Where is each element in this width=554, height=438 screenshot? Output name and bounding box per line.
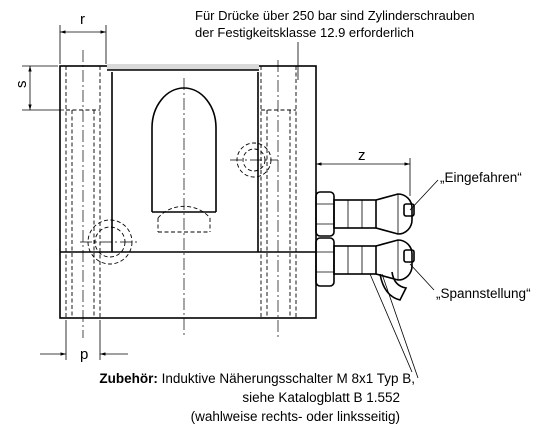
port-circle-right	[230, 142, 278, 178]
accessory-line-2: siehe Katalogblatt B 1.552	[242, 390, 400, 405]
note-line-1: Für Drücke über 250 bar sind Zylindersch…	[195, 8, 475, 23]
accessory-leader-1	[369, 273, 413, 373]
callout-clamping-leader	[409, 263, 435, 291]
accessory-leader-2	[381, 273, 419, 379]
main-body	[59, 64, 317, 319]
callout-clamping-label: „Spannstellung“	[436, 286, 531, 301]
right-screw-hole	[260, 66, 297, 318]
accessory-line-3: (wahlweise rechts- oder linksseitig)	[191, 409, 400, 424]
proximity-switch-lower	[315, 237, 415, 301]
callout-retracted-leader	[409, 179, 439, 211]
dimension-r-label: r	[80, 11, 85, 28]
port-circle-left	[80, 219, 140, 265]
note-line-2: der Festigkeitsklasse 12.9 erforderlich	[195, 25, 414, 40]
dimension-p-label: p	[80, 346, 88, 363]
accessory-line-1: Zubehör: Induktive Näherungsschalter M 8…	[99, 371, 415, 386]
dimension-s-label: s	[13, 81, 30, 89]
callout-retracted-label: „Eingefahren“	[440, 170, 522, 185]
dimension-z-label: z	[358, 147, 366, 164]
proximity-switch-upper	[315, 191, 415, 237]
